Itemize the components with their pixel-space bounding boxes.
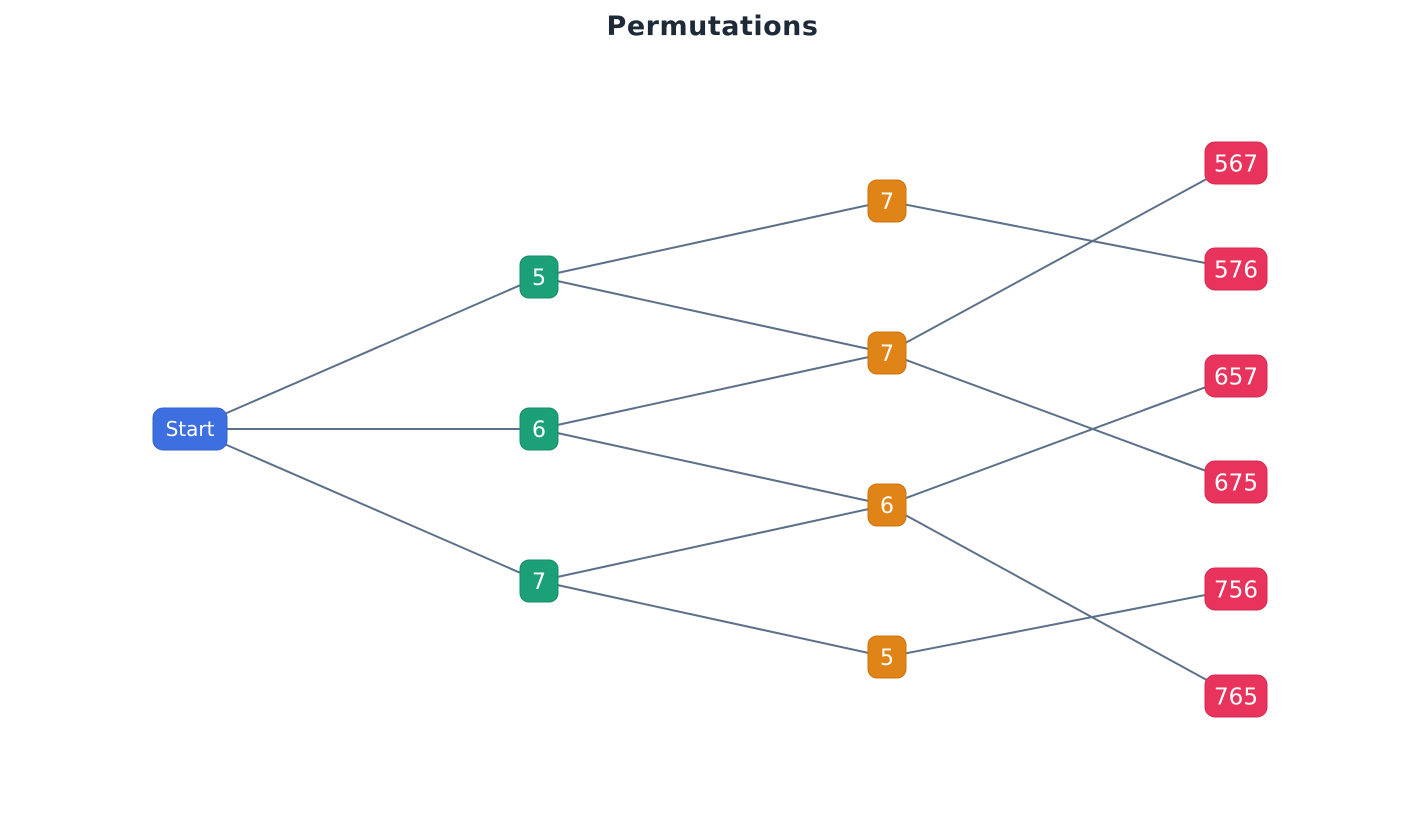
node-box-r756	[1204, 567, 1268, 611]
node-box-g5	[519, 255, 559, 299]
node-label-r576: 576	[1214, 257, 1258, 283]
node-label-o5: 5	[880, 646, 894, 671]
node-box-r576	[1204, 247, 1268, 291]
tree-node-r567: 567	[1204, 141, 1268, 185]
edge-g6-o6	[538, 428, 888, 506]
node-box-r675	[1204, 460, 1268, 504]
edge-g5-o7b	[538, 276, 888, 354]
node-box-r567	[1204, 141, 1268, 185]
edge-layer	[189, 162, 1237, 697]
tree-node-r765: 765	[1204, 674, 1268, 718]
edge-g7-o6	[538, 504, 888, 582]
tree-node-r657: 657	[1204, 354, 1268, 398]
edge-g5-o7a	[538, 200, 888, 278]
node-label-o6: 6	[880, 494, 894, 519]
node-label-start: Start	[166, 417, 215, 441]
tree-node-o6: 6	[867, 483, 907, 527]
tree-node-r576: 576	[1204, 247, 1268, 291]
tree-node-r756: 756	[1204, 567, 1268, 611]
edge-g6-o7b	[538, 352, 888, 430]
node-label-o7a: 7	[880, 190, 894, 215]
edge-g7-o5	[538, 580, 888, 658]
node-label-g7: 7	[532, 570, 546, 595]
tree-node-r675: 675	[1204, 460, 1268, 504]
edge-o5-r756	[886, 588, 1237, 658]
node-label-o7b: 7	[880, 342, 894, 367]
node-label-r675: 675	[1214, 470, 1258, 496]
edge-o7a-r576	[886, 200, 1237, 270]
node-label-r756: 756	[1214, 577, 1258, 603]
tree-node-o7b: 7	[867, 331, 907, 375]
tree-node-o5: 5	[867, 635, 907, 679]
tree-node-g5: 5	[519, 255, 559, 299]
node-box-start	[152, 407, 228, 451]
node-label-g5: 5	[532, 266, 546, 291]
node-box-o5	[867, 635, 907, 679]
tree-node-g6: 6	[519, 407, 559, 451]
tree-node-o7a: 7	[867, 179, 907, 223]
page-title: Permutations	[606, 11, 819, 42]
node-box-r657	[1204, 354, 1268, 398]
node-box-r765	[1204, 674, 1268, 718]
node-box-o7a	[867, 179, 907, 223]
node-label-r657: 657	[1214, 364, 1258, 390]
tree-node-start: Start	[152, 407, 228, 451]
edge-o7b-r567	[886, 162, 1237, 354]
edge-start-g7	[189, 428, 540, 582]
node-label-r567: 567	[1214, 151, 1258, 177]
node-box-g6	[519, 407, 559, 451]
edge-o6-r765	[886, 504, 1237, 697]
edge-o7b-r675	[886, 352, 1237, 483]
tree-node-g7: 7	[519, 559, 559, 603]
node-label-g6: 6	[532, 418, 546, 443]
node-box-o6	[867, 483, 907, 527]
edge-o6-r657	[886, 375, 1237, 506]
node-label-r765: 765	[1214, 684, 1258, 710]
node-box-g7	[519, 559, 559, 603]
edge-start-g5	[189, 276, 540, 430]
node-box-o7b	[867, 331, 907, 375]
